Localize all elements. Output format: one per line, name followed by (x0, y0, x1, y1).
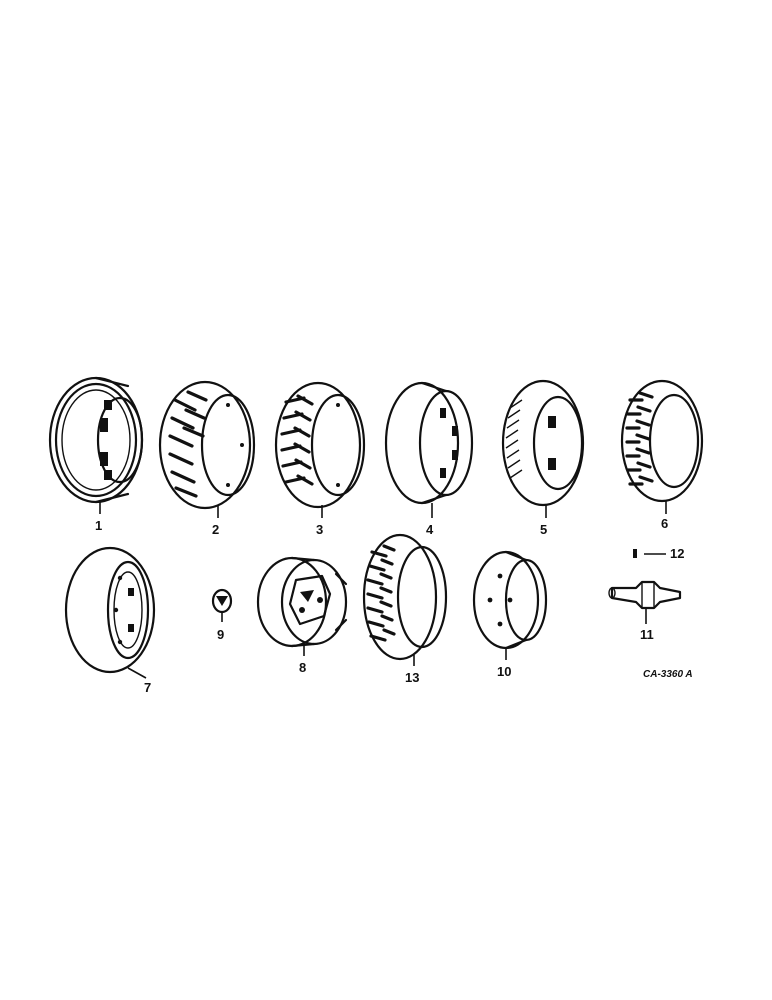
callout-3: 3 (316, 522, 323, 537)
callout-1: 1 (95, 518, 102, 533)
callout-10: 10 (497, 664, 511, 679)
part-3-tread-tire (274, 381, 366, 518)
part-9-hub-cap (211, 588, 233, 622)
callout-7: 7 (144, 680, 151, 695)
part-11-stub (608, 580, 682, 624)
part-12-pin (633, 549, 666, 558)
callout-6: 6 (661, 516, 668, 531)
callout-9: 9 (217, 627, 224, 642)
part-7-smooth-tire (64, 546, 156, 679)
part-4-smooth-band (384, 381, 474, 518)
callout-2: 2 (212, 522, 219, 537)
callout-4: 4 (426, 522, 434, 537)
part-1-rim (48, 376, 144, 514)
part-10-rim (472, 550, 548, 660)
callout-5: 5 (540, 522, 547, 537)
part-13-block-tire (362, 533, 448, 666)
part-2-lug-tire (158, 380, 256, 518)
callout-12: 12 (670, 546, 684, 561)
reference-code: CA-3360 A (643, 669, 693, 680)
callout-8: 8 (299, 660, 306, 675)
callout-13: 13 (405, 670, 419, 685)
callout-11: 11 (640, 627, 654, 642)
part-5-hatch-tire (501, 379, 585, 518)
part-8-wheel-disc (256, 556, 348, 656)
part-6-block-tire (620, 379, 704, 514)
